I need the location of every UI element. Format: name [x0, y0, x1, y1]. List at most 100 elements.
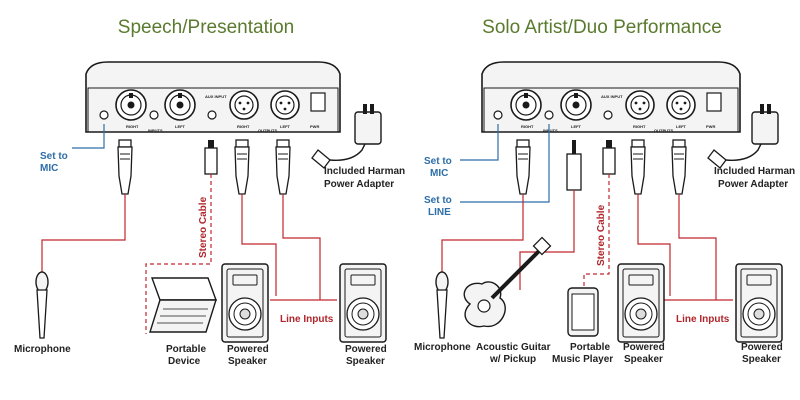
right-out-right-plug [630, 139, 646, 195]
right-line-cable-1 [637, 194, 671, 296]
right-panel-label-out-left: LEFT [676, 124, 687, 129]
right-output-left-jack[interactable] [666, 90, 696, 120]
left-mic-label: MIC [40, 163, 58, 174]
left-stereo-cable [145, 174, 212, 334]
right-panel-label-right: RIGHT [521, 124, 534, 129]
right-aux-stereo-plug [602, 140, 616, 175]
left-power-jack[interactable] [310, 92, 326, 112]
right-panel-label-outputs: OUTPUTS [654, 128, 673, 133]
left-microphone-icon [35, 271, 49, 339]
right-music-player-label-1: Portable [570, 342, 610, 353]
left-powered-speaker-2-icon [339, 263, 387, 343]
right-music-player-label-2: Music Player [552, 354, 613, 365]
left-input-left-jack[interactable] [164, 89, 196, 121]
right-adapter-label-1: Included Harman [714, 166, 795, 177]
right-set-mic-leader [460, 124, 499, 161]
right-speaker-2-label-1: Powered [741, 342, 783, 353]
left-aux-input-jack[interactable] [207, 110, 217, 120]
right-panel-label-aux: AUX INPUT [601, 94, 623, 99]
left-speaker-1-label-2: Speaker [228, 356, 267, 367]
left-portable-device-label-2: Device [168, 356, 201, 367]
left-panel-label-aux: AUX INPUT [205, 94, 227, 99]
right-input-right-jack[interactable] [510, 89, 542, 121]
right-panel-label-power: PWR [706, 124, 715, 129]
left-mic-line-switch[interactable] [99, 110, 109, 120]
title-speech-presentation: Speech/Presentation [118, 17, 294, 38]
left-mic-cable [41, 194, 126, 272]
right-panel-label-left: LEFT [571, 124, 582, 129]
right-acoustic-guitar-icon [463, 236, 552, 328]
left-adapter-label-2: Power Adapter [324, 179, 394, 190]
right-guitar-label-2: w/ Pickup [489, 354, 536, 365]
left-portable-device-icon [149, 277, 217, 333]
right-line-inputs-label: Line Inputs [676, 314, 730, 325]
left-line-cable-2 [282, 194, 321, 300]
right-mic-cable [441, 194, 524, 272]
left-panel-label-out-left: LEFT [280, 124, 291, 129]
right-out-left-plug [671, 139, 687, 195]
left-speaker-2-label-2: Speaker [346, 356, 385, 367]
left-stereo-cable-label: Stereo Cable [198, 196, 209, 258]
right-guitar-jack-plug [566, 140, 582, 191]
right-set-to-mic-label-1: Set to [424, 156, 452, 167]
right-mic-line-switch-1[interactable] [493, 110, 503, 120]
right-set-line-leader [460, 124, 550, 203]
left-out-right-plug [234, 139, 250, 195]
right-set-to-mic-label-2: MIC [430, 168, 448, 179]
left-set-to-label: Set to [40, 151, 68, 162]
left-panel-label-outputs: OUTPUTS [258, 128, 277, 133]
left-powered-speaker-1-icon [221, 263, 269, 343]
left-power-adapter-icon [354, 104, 382, 145]
left-microphone-label: Microphone [14, 344, 71, 355]
left-panel-label-inputs: INPUTS [148, 128, 163, 133]
left-panel-label-left: LEFT [175, 124, 186, 129]
left-input-right-jack[interactable] [115, 89, 147, 121]
right-mic-xlr-plug [515, 139, 531, 195]
right-panel-label-out-right: RIGHT [633, 124, 646, 129]
right-powered-speaker-1-icon [617, 263, 665, 343]
right-power-jack[interactable] [706, 92, 722, 112]
left-mixer: RIGHT INPUTS LEFT AUX INPUT RIGHT OUTPUT… [85, 61, 341, 133]
left-panel-label-out-right: RIGHT [237, 124, 250, 129]
right-output-right-jack[interactable] [625, 90, 655, 120]
left-out-left-plug [275, 139, 291, 195]
right-power-plug [707, 137, 765, 169]
right-guitar-label-1: Acoustic Guitar [476, 342, 551, 353]
right-stereo-cable-label: Stereo Cable [596, 204, 607, 266]
left-panel-label-power: PWR [310, 124, 319, 129]
left-set-mic-leader [72, 124, 105, 149]
left-speaker-1-label-1: Powered [227, 344, 269, 355]
left-panel-label-right: RIGHT [126, 124, 139, 129]
right-set-to-line-label-1: Set to [424, 195, 452, 206]
right-adapter-label-2: Power Adapter [718, 179, 788, 190]
right-line-cable-2 [678, 194, 717, 300]
left-aux-stereo-plug [204, 140, 218, 175]
right-speaker-1-label-1: Powered [623, 342, 665, 353]
title-solo-duo-performance: Solo Artist/Duo Performance [482, 17, 722, 38]
right-mic-line-switch-2[interactable] [544, 110, 554, 120]
left-output-right-jack[interactable] [229, 90, 259, 120]
right-mixer: RIGHT INPUTS LEFT AUX INPUT RIGHT OUTPUT… [481, 61, 741, 133]
left-mic-xlr-plug [117, 139, 133, 195]
right-powered-speaker-2-icon [735, 263, 783, 343]
left-output-left-jack[interactable] [270, 90, 300, 120]
right-input-left-jack[interactable] [560, 89, 592, 121]
right-panel-label-inputs: INPUTS [543, 128, 558, 133]
left-speaker-2-label-1: Powered [345, 344, 387, 355]
right-aux-input-jack[interactable] [603, 110, 613, 120]
right-power-adapter-icon [751, 104, 779, 145]
right-stereo-cable [583, 174, 610, 288]
right-set-to-line-label-2: LINE [428, 207, 451, 218]
right-microphone-label: Microphone [414, 342, 471, 353]
right-guitar-cable [519, 190, 575, 290]
right-music-player-icon [567, 287, 599, 337]
left-line-cable-1 [241, 194, 277, 296]
left-line-inputs-label: Line Inputs [280, 314, 334, 325]
left-power-plug [311, 137, 369, 169]
right-speaker-2-label-2: Speaker [742, 354, 781, 365]
right-speaker-1-label-2: Speaker [624, 354, 663, 365]
left-mic-line-switch-2[interactable] [149, 110, 159, 120]
right-microphone-icon [435, 271, 449, 339]
left-adapter-label-1: Included Harman [324, 166, 405, 177]
